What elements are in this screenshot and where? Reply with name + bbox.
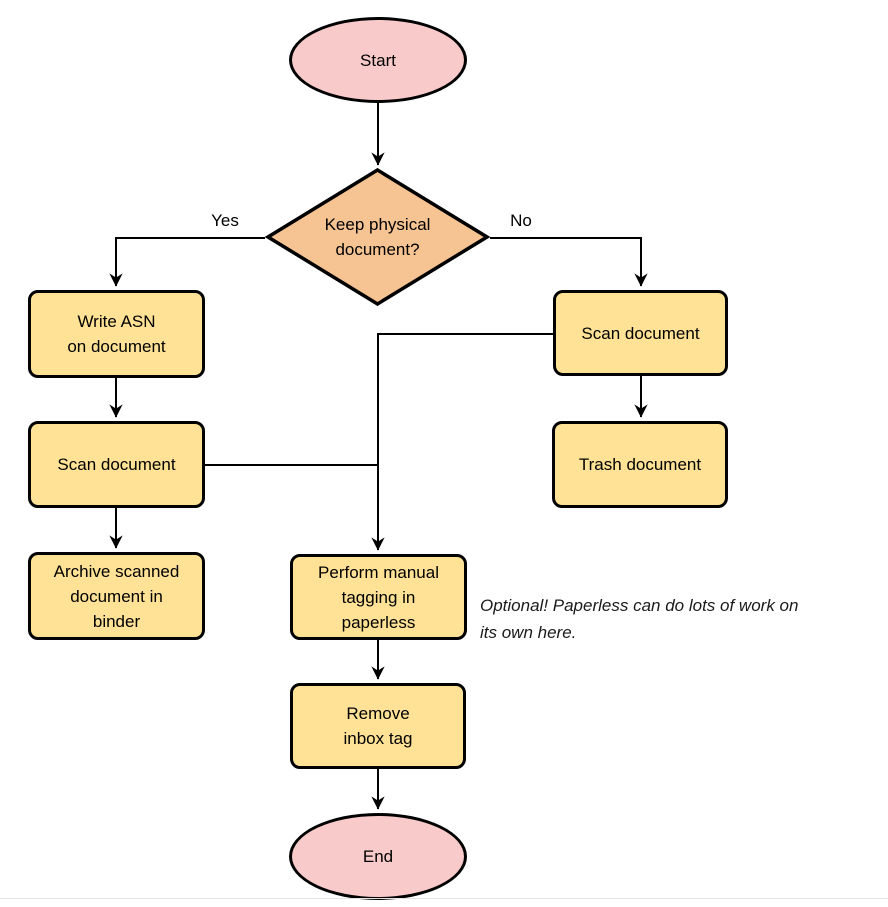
node-end-label: End	[362, 847, 394, 866]
edge-scanright-to-tagging	[371, 333, 554, 551]
node-remove-inbox: Remove inbox tag	[290, 683, 466, 769]
node-scan-left-label: Scan document	[57, 455, 176, 474]
node-trash: Trash document	[552, 421, 728, 508]
node-archive-label: Archive scanned document in binder	[53, 561, 180, 631]
decision-diamond-shape	[265, 168, 490, 306]
node-remove-inbox-label: Remove inbox tag	[343, 704, 413, 748]
node-tagging-label: Perform manual tagging in paperless	[318, 562, 439, 632]
node-trash-label: Trash document	[578, 455, 702, 474]
node-archive: Archive scanned document in binder	[28, 552, 205, 640]
node-scan-left: Scan document	[28, 421, 205, 508]
edge-decision-no	[490, 237, 648, 287]
optional-note: Optional! Paperless can do lots of work …	[480, 596, 799, 642]
edge-label-yes: Yes	[209, 211, 241, 231]
edge-decision-yes	[109, 237, 265, 287]
page-bottom-edge	[0, 898, 888, 899]
node-start-label: Start	[360, 50, 396, 70]
node-decision: Keep physical document?	[265, 168, 490, 306]
node-write-asn-label: Write ASN on document	[67, 312, 166, 356]
node-write-asn: Write ASN on document	[28, 290, 205, 378]
node-scan-right: Scan document	[553, 290, 728, 376]
node-decision-label: Keep physical document?	[324, 215, 431, 259]
node-end: End	[289, 813, 467, 900]
node-scan-right-label: Scan document	[581, 323, 700, 343]
node-tagging: Perform manual tagging in paperless	[290, 554, 467, 640]
edge-label-no: No	[508, 211, 534, 231]
node-start: Start	[289, 17, 467, 103]
